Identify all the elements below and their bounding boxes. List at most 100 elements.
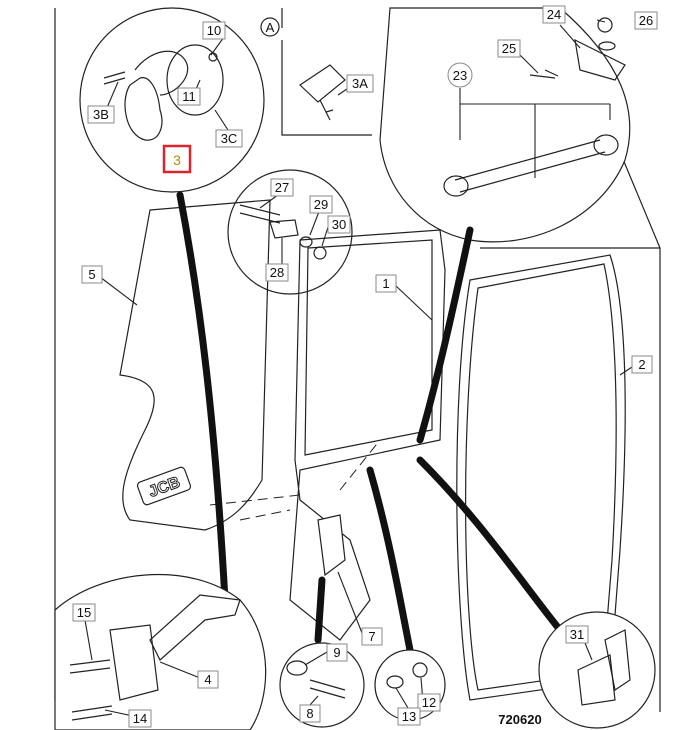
gas-strut-body [454,139,606,193]
key-lock-body [299,64,346,103]
strut-leader-lines [459,88,611,178]
svg-text:3A: 3A [352,76,368,91]
svg-text:27: 27 [275,180,289,195]
handle-cap [134,50,189,96]
hinge-detail-boundary [54,574,267,730]
callout-24: 24 [542,5,566,24]
hinge-screw-bottom [71,705,113,721]
leader-9 [304,651,328,666]
alignment-line-2 [239,509,291,521]
callout-10: 10 [202,21,226,40]
callout-28: 28 [265,263,289,282]
callout-30: 30 [327,215,351,234]
callout-3c: 3C [215,129,243,148]
callout-3a: 3A [346,74,374,93]
thick-leader-strut [416,226,474,444]
strut-washer [598,41,616,51]
alignment-line-3 [339,439,381,491]
callout-3-text: 3 [173,152,181,168]
key-shaft [319,99,334,121]
leader-26 [596,19,606,23]
hinge-screw-top [69,659,111,674]
detail-circle-latch [538,611,656,729]
figure-number: 720620 [498,712,541,727]
svg-text:9: 9 [333,645,340,660]
lock-block [317,514,346,577]
thick-leader-latch [416,456,564,634]
leader-3b [105,81,119,111]
latch-lever [604,629,631,691]
strut-end-left [443,175,469,197]
svg-text:7: 7 [368,629,375,644]
callout-13: 13 [397,707,421,726]
section-marker-label: A [266,20,275,35]
bolt-shaft [309,679,346,699]
handle-screw [103,71,126,85]
callout-8: 8 [299,704,321,723]
callout-27: 27 [270,178,294,197]
callout-29: 29 [309,195,333,214]
svg-text:10: 10 [207,23,221,38]
thick-leader-nut [366,466,414,654]
detail-circle-hinge [54,574,267,730]
svg-text:3B: 3B [93,107,109,122]
handle-gasket [166,44,224,116]
leader-5 [99,276,138,306]
detail-circle-strut [379,7,631,243]
svg-text:13: 13 [402,709,416,724]
svg-text:28: 28 [270,265,284,280]
inset-border-line [281,40,372,136]
leader-31 [584,642,593,661]
callout-3-highlighted: 3 [162,144,192,174]
callout-23: 23 [447,62,473,88]
callout-25: 25 [497,39,521,58]
thick-leader-bolt [314,576,326,644]
highlight-frame [162,144,192,174]
leader-2 [619,366,633,376]
callout-1: 1 [375,274,397,293]
svg-text:15: 15 [77,605,91,620]
strut-bracket [574,38,626,81]
leader-24 [559,24,581,49]
nut [412,662,428,678]
leader-25 [519,54,539,74]
strut-bolt [529,69,559,79]
leader-7 [337,571,363,634]
callout-9: 9 [326,643,348,662]
door-seal-inner [464,263,617,691]
latch-plate [577,654,616,706]
alignment-line-1 [209,494,301,506]
door-frame-inner [304,239,433,456]
svg-text:2: 2 [638,357,645,372]
svg-text:5: 5 [88,267,95,282]
section-marker: A [260,17,280,37]
svg-text:4: 4 [204,672,211,687]
svg-text:3C: 3C [221,131,238,146]
svg-text:23: 23 [453,68,467,83]
svg-text:30: 30 [332,217,346,232]
svg-text:29: 29 [314,197,328,212]
handle-body [124,77,163,141]
svg-text:8: 8 [306,706,313,721]
leader-10 [210,36,225,56]
hinge-lever [149,594,241,661]
detail-circle-bolt [279,642,365,728]
strut-end-right [593,134,619,156]
svg-text:25: 25 [502,41,516,56]
callout-2: 2 [631,355,653,374]
svg-text:14: 14 [133,711,147,726]
svg-text:31: 31 [570,627,584,642]
svg-text:12: 12 [422,695,436,710]
callout-12: 12 [417,693,441,712]
callout-4: 4 [197,670,219,689]
hinge-body [109,624,159,701]
svg-text:26: 26 [639,13,653,28]
thick-leader-handle [176,191,229,604]
leader-4 [159,661,201,679]
strut-nut [597,17,613,33]
callout-14: 14 [128,709,152,728]
hinge-clip [269,219,299,239]
leader-3c [214,109,229,131]
door-frame [289,229,446,641]
